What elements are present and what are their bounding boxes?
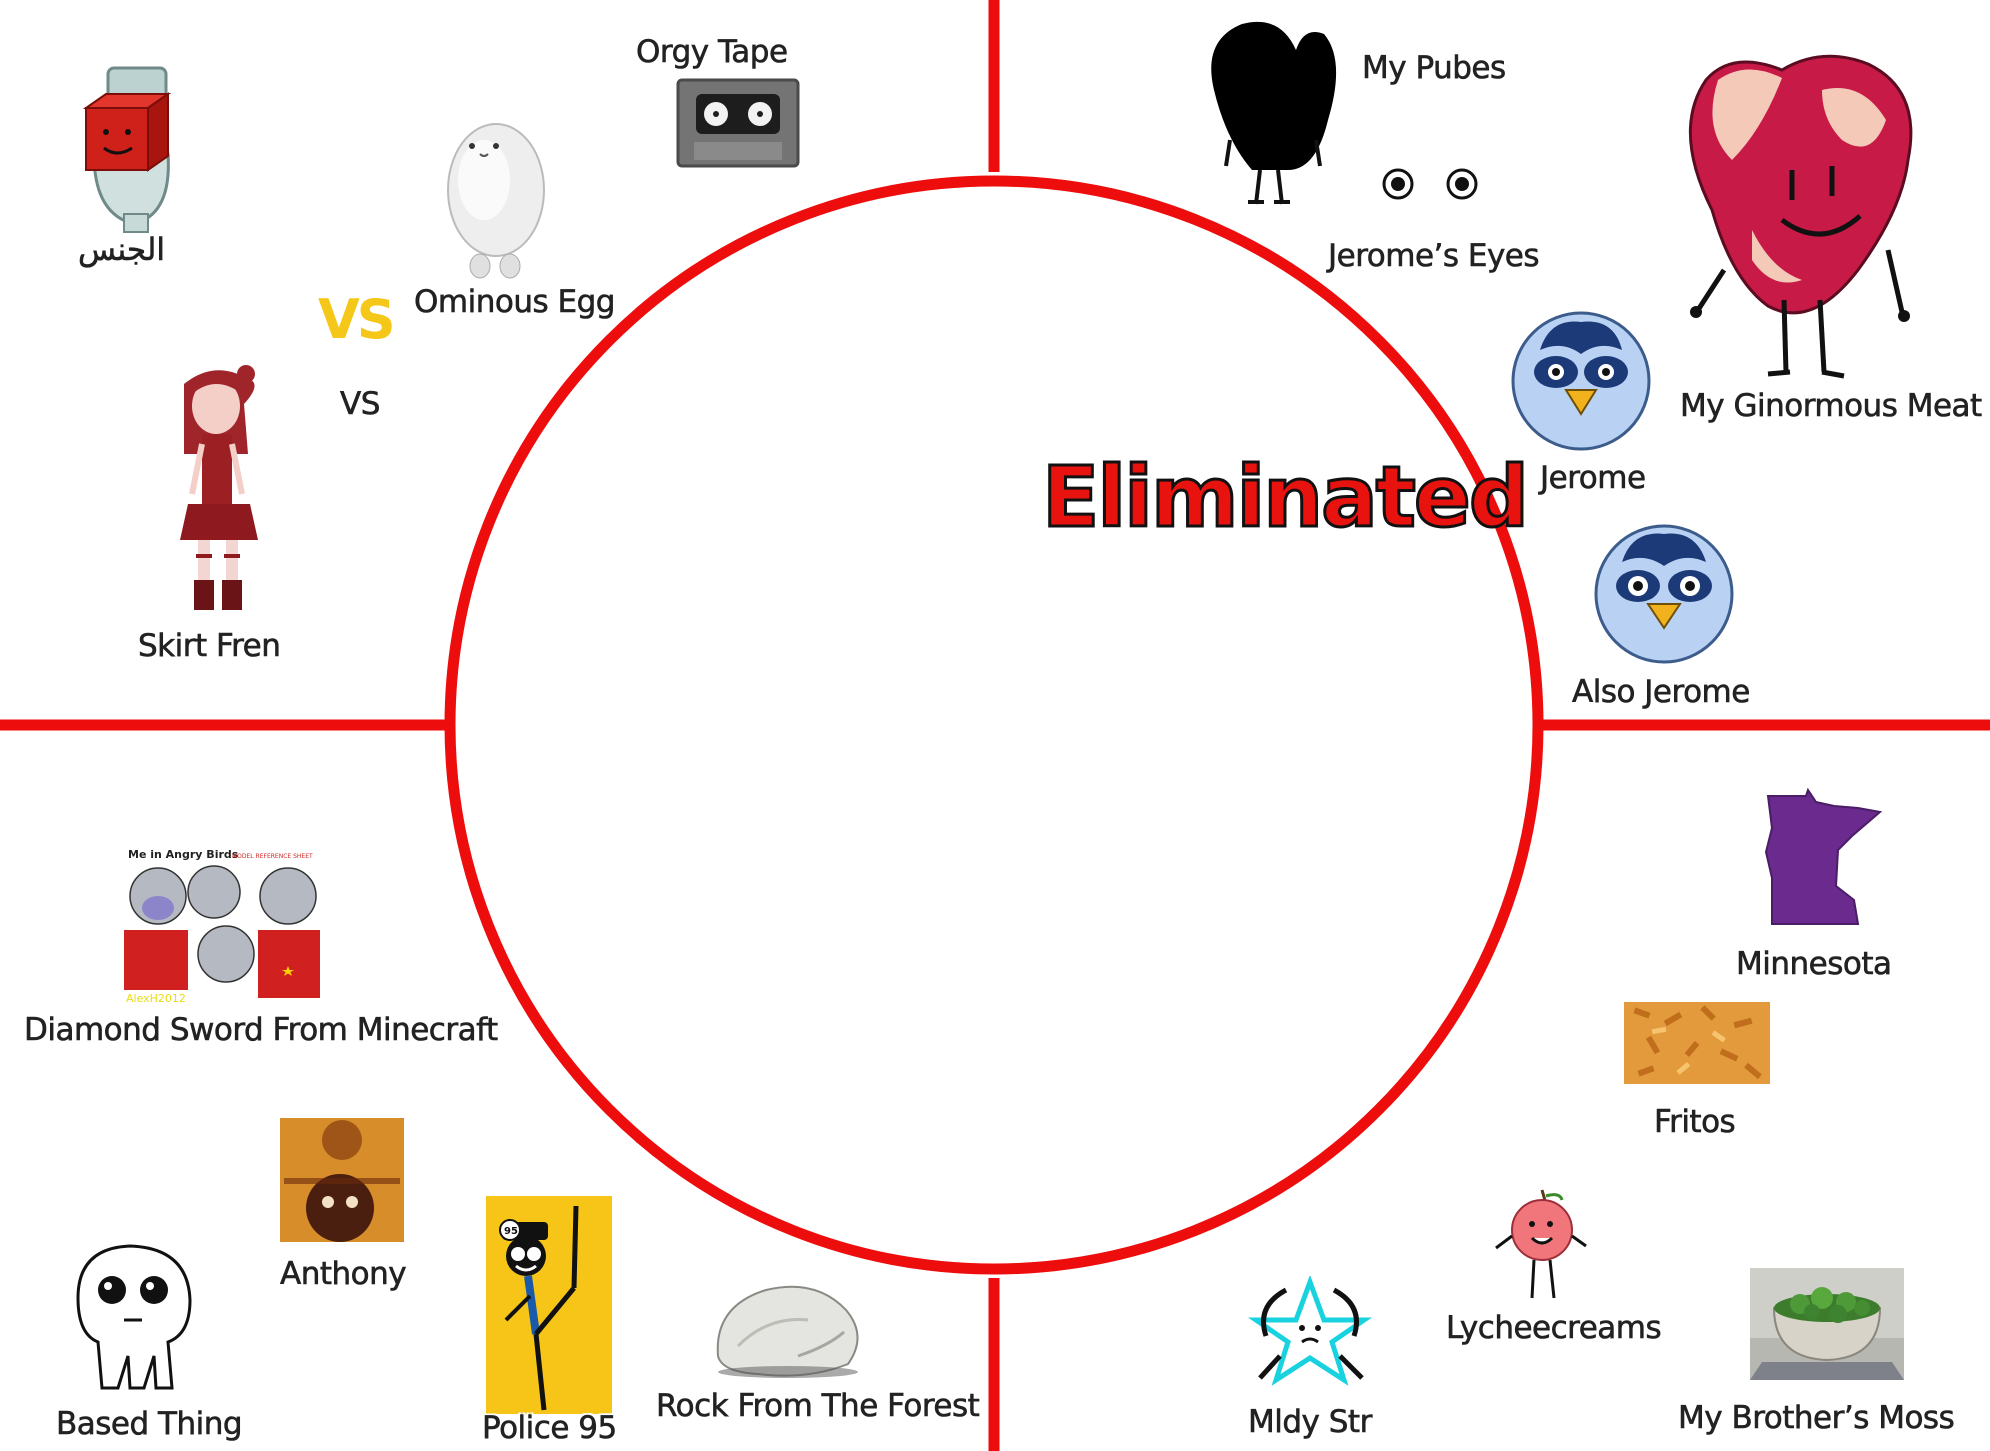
eliminated-title: Eliminated	[1040, 447, 1530, 548]
label-skirt-fren: Skirt Fren	[138, 628, 281, 665]
fritos-image	[1624, 1002, 1770, 1084]
label-orgy-tape: Orgy Tape	[636, 34, 789, 71]
label-vs: VS	[340, 386, 381, 423]
brothers-moss-image	[1750, 1268, 1904, 1380]
label-jerome: Jerome	[1540, 460, 1647, 497]
label-anthony: Anthony	[280, 1256, 407, 1293]
angry-birds-sheet-title: Me in Angry Birds	[128, 848, 239, 861]
label-diamond-sword: Diamond Sword From Minecraft	[24, 1012, 499, 1049]
label-based-thing: Based Thing	[56, 1406, 243, 1443]
label-aljins: الجنس	[78, 232, 166, 269]
label-fritos: Fritos	[1654, 1104, 1736, 1141]
label-police-95: Police 95	[482, 1410, 618, 1447]
label-lycheecreams: Lycheecreams	[1446, 1310, 1662, 1347]
vs-logo: VS	[318, 288, 396, 351]
label-my-ginormous-meat: My Ginormous Meat	[1680, 388, 1983, 425]
based-thing-image	[76, 1244, 192, 1390]
mldy-str-image	[1247, 1276, 1373, 1386]
label-my-pubes: My Pubes	[1362, 50, 1507, 87]
skirt-fren-image	[180, 365, 258, 610]
also-jerome-image	[1594, 524, 1734, 664]
cube-toilet-image	[82, 66, 172, 233]
angry-birds-sheet-subtitle: MODEL REFERENCE SHEET	[232, 853, 313, 860]
eliminated-circle	[444, 175, 1544, 1275]
anthony-image	[280, 1118, 404, 1242]
label-rock-from-the-forest: Rock From The Forest	[656, 1388, 980, 1425]
label-mldy-str: Mldy Str	[1248, 1404, 1373, 1441]
label-jeromes-eyes: Jerome’s Eyes	[1328, 238, 1540, 275]
forest-rock-image	[716, 1285, 859, 1378]
police-badge-number: 95	[504, 1226, 518, 1237]
cassette-tape-image	[676, 78, 800, 168]
label-also-jerome: Also Jerome	[1572, 674, 1751, 711]
jerome-image	[1511, 311, 1651, 451]
police-95-image: 95	[486, 1196, 612, 1414]
label-minnesota: Minnesota	[1736, 946, 1893, 983]
jeromes-eyes-image	[1382, 168, 1478, 200]
my-ginormous-meat-image	[1689, 54, 1913, 379]
angry-birds-sheet-image: Me in Angry Birds MODEL REFERENCE SHEET …	[122, 844, 328, 1004]
lycheecreams-image	[1495, 1189, 1587, 1299]
minnesota-image	[1764, 788, 1883, 925]
angry-birds-signature: AlexH2012	[126, 992, 186, 1004]
my-pubes-image	[1211, 21, 1337, 205]
label-ominous-egg: Ominous Egg	[414, 284, 616, 321]
label-my-brothers-moss: My Brother’s Moss	[1678, 1400, 1955, 1437]
ominous-egg-image	[447, 123, 545, 279]
